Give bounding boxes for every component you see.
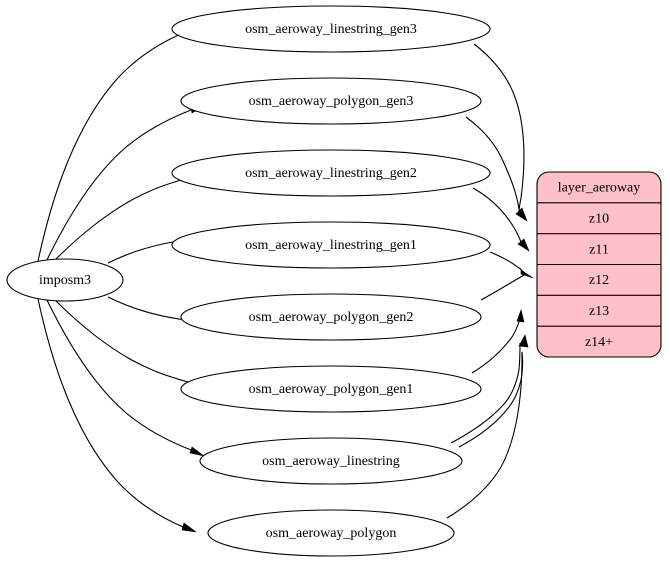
ellipse-shape — [180, 293, 482, 341]
edge-osm_aeroway_linestring-to-z13 — [450, 342, 521, 444]
node-label: osm_aeroway_linestring_gen3 — [245, 22, 417, 37]
ellipse-shape — [171, 221, 491, 269]
ellipse-shape — [171, 5, 491, 53]
layer-aeroway-record[interactable]: layer_aeroway z10 z11 z12 z13 z14+ — [536, 171, 662, 358]
ellipse-shape — [180, 365, 482, 413]
arrowhead-to-osm_aeroway_polygon — [181, 522, 197, 533]
arrowhead-to-z14plus — [518, 334, 529, 348]
node-label: osm_aeroway_linestring_gen2 — [245, 166, 417, 181]
record-row-z13[interactable]: z13 — [537, 295, 661, 326]
edge-osm_aeroway_polygon-to-z14plus — [446, 351, 523, 519]
node-label: osm_aeroway_polygon_gen3 — [249, 94, 414, 109]
edge-imposm3-to-osm_aeroway_linestring_gen2 — [54, 175, 197, 261]
nodes-layer: imposm3 osm_aeroway_linestring_gen3 osm_ae… — [6, 5, 491, 557]
source-node-imposm3[interactable]: imposm3 — [6, 258, 124, 302]
ellipse-shape — [6, 258, 124, 302]
record-row-label: z14+ — [585, 335, 613, 350]
node-label: osm_aeroway_polygon — [266, 526, 397, 541]
edge-imposm3-to-osm_aeroway_polygon_gen1 — [54, 299, 197, 385]
record-row-z11[interactable]: z11 — [537, 234, 661, 265]
arrowhead-to-z11 — [517, 238, 530, 252]
node-label: osm_aeroway_linestring — [262, 454, 400, 469]
edge-osm_aeroway_linestring-to-z14plus — [458, 351, 524, 448]
record-row-layer_aeroway[interactable]: layer_aeroway — [537, 172, 661, 203]
table-node-osm_aeroway_linestring_gen1[interactable]: osm_aeroway_linestring_gen1 — [171, 221, 491, 269]
record-row-z10[interactable]: z10 — [537, 203, 661, 234]
edge-osm_aeroway_linestring_gen2-to-z11 — [472, 187, 522, 243]
table-node-osm_aeroway_polygon_gen1[interactable]: osm_aeroway_polygon_gen1 — [180, 365, 482, 413]
edge-imposm3-to-osm_aeroway_polygon — [37, 298, 184, 528]
table-node-osm_aeroway_polygon_gen2[interactable]: osm_aeroway_polygon_gen2 — [180, 293, 482, 341]
record-row-z12[interactable]: z12 — [537, 265, 661, 296]
edge-osm_aeroway_linestring_gen3-to-z10 — [473, 43, 525, 213]
record-row-label: z11 — [589, 242, 609, 257]
table-node-osm_aeroway_polygon[interactable]: osm_aeroway_polygon — [207, 509, 455, 557]
ellipse-shape — [207, 509, 455, 557]
edge-osm_aeroway_polygon_gen3-to-z10 — [465, 116, 520, 210]
record-row-label: z10 — [589, 211, 609, 226]
table-node-osm_aeroway_polygon_gen3[interactable]: osm_aeroway_polygon_gen3 — [180, 77, 482, 125]
ellipse-shape — [180, 77, 482, 125]
ellipse-shape — [199, 437, 463, 485]
node-label: osm_aeroway_polygon_gen1 — [249, 382, 414, 397]
arrowhead-to-osm_aeroway_linestring — [189, 446, 205, 457]
edge-imposm3-to-osm_aeroway_polygon_gen3 — [45, 109, 192, 263]
record-row-label: z13 — [589, 304, 609, 319]
edges-layer — [37, 32, 525, 528]
arrowhead-to-z10 — [515, 207, 528, 222]
record-row-label: z12 — [589, 273, 609, 288]
record-row-label: layer_aeroway — [558, 181, 640, 196]
edge-imposm3-to-osm_aeroway_linestring_gen3 — [37, 32, 184, 262]
edge-osm_aeroway_polygon_gen1-to-z13 — [471, 318, 521, 374]
edge-imposm3-to-osm_aeroway_linestring — [45, 297, 192, 451]
arrowhead-to-z13 — [516, 308, 525, 323]
node-label: osm_aeroway_linestring_gen1 — [245, 238, 417, 253]
node-label: imposm3 — [39, 273, 91, 288]
ellipse-shape — [171, 149, 491, 197]
arrowhead-to-z12 — [520, 269, 534, 279]
edge-osm_aeroway_linestring_gen1-to-z12 — [489, 251, 525, 273]
edge-osm_aeroway_polygon_gen2-to-z12 — [480, 274, 525, 301]
node-label: osm_aeroway_polygon_gen2 — [249, 310, 414, 325]
record-row-z14plus[interactable]: z14+ — [537, 326, 661, 357]
table-node-osm_aeroway_linestring[interactable]: osm_aeroway_linestring — [199, 437, 463, 485]
table-node-osm_aeroway_linestring_gen2[interactable]: osm_aeroway_linestring_gen2 — [171, 149, 491, 197]
table-node-osm_aeroway_linestring_gen3[interactable]: osm_aeroway_linestring_gen3 — [171, 5, 491, 53]
